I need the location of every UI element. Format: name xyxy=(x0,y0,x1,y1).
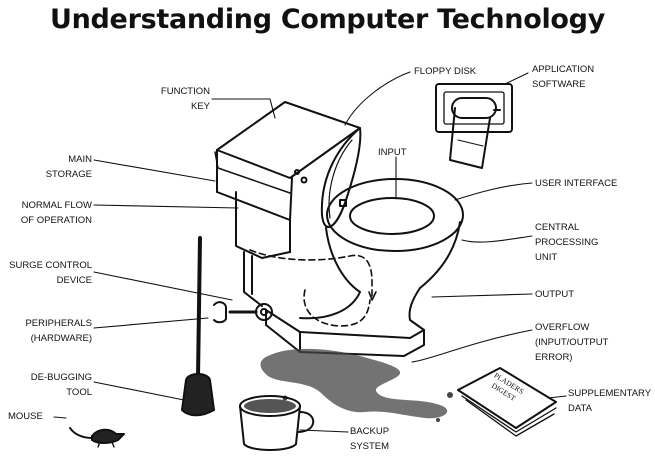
pipe-drawing xyxy=(213,251,273,324)
label-user-interface: USER INTERFACE xyxy=(535,178,618,189)
label-mouse: MOUSE xyxy=(8,411,43,422)
label-output: OUTPUT xyxy=(535,289,575,300)
leader-lines xyxy=(53,71,567,433)
tank-drawing xyxy=(214,101,361,259)
flow-path xyxy=(249,249,377,327)
label-cpu: CENTRAL PROCESSING UNIT xyxy=(535,222,599,263)
bucket-drawing xyxy=(239,395,315,451)
plunger-drawing xyxy=(181,236,215,417)
label-input: INPUT xyxy=(378,147,407,158)
label-normal-flow: NORMAL FLOW OF OPERATION xyxy=(20,200,92,226)
mouse-drawing xyxy=(69,427,125,448)
lid-drawing xyxy=(320,127,362,228)
label-peripherals: PERIPHERALS (HARDWARE) xyxy=(25,318,92,344)
label-main-storage: MAIN STORAGE xyxy=(45,154,92,180)
label-function-key: FUNCTION KEY xyxy=(160,86,210,112)
label-floppy-disk: FLOPPY DISK xyxy=(414,66,477,77)
label-debugging-tool: DE-BUGGING TOOL xyxy=(30,372,92,398)
label-application-software: APPLICATION SOFTWARE xyxy=(532,64,595,90)
label-overflow: OVERFLOW (INPUT/OUTPUT ERROR) xyxy=(535,322,609,363)
toilet-paper-drawing xyxy=(435,83,513,169)
label-backup-system: BACKUP SYSTEM xyxy=(350,426,390,452)
bowl-drawing xyxy=(265,178,464,357)
page-title: Understanding Computer Technology xyxy=(49,4,605,35)
overflow-puddle xyxy=(260,348,453,422)
magazine-drawing xyxy=(457,367,557,437)
label-supplementary-data: SUPPLEMENTARY DATA xyxy=(568,388,652,414)
label-surge-control: SURGE CONTROL DEVICE xyxy=(9,260,92,286)
